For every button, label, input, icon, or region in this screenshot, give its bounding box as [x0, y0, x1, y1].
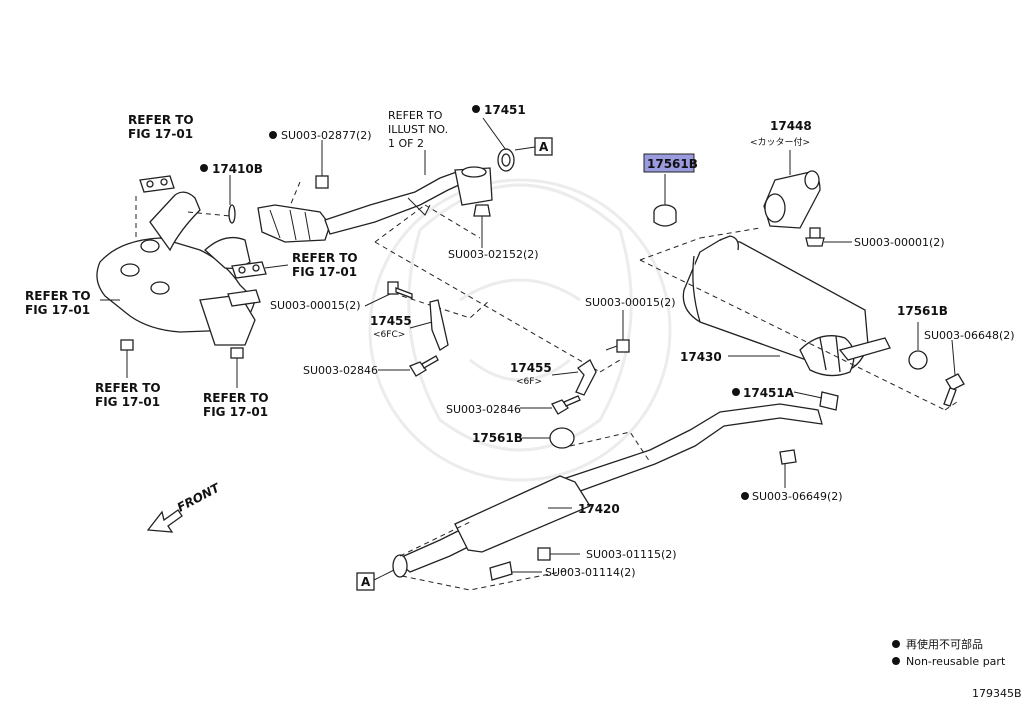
- ref-label-3b: FIG 17-01: [95, 395, 160, 409]
- ref-label-4: REFER TO: [203, 391, 269, 405]
- highlight-17561B[interactable]: [643, 153, 695, 173]
- center-pipe-17420[interactable]: [392, 403, 823, 578]
- bolt-su003-02846-left[interactable]: [409, 355, 439, 377]
- non-reusable-dot-02877: [269, 131, 277, 139]
- stud-su003-01114[interactable]: [489, 561, 513, 581]
- diagram-id: 179345B: [972, 687, 1022, 700]
- part-su003-00015-right: SU003-00015(2): [585, 296, 676, 309]
- part-17561B-right: 17561B: [897, 304, 948, 318]
- part-17455-6fc: 17455: [370, 314, 412, 328]
- bolt-su003-06648[interactable]: [943, 373, 965, 407]
- non-reusable-dot-17451A: [732, 388, 740, 396]
- part-su003-01115: SU003-01115(2): [586, 548, 677, 561]
- ref-label-1: REFER TO: [128, 113, 194, 127]
- ref-box-a-top: [534, 137, 553, 156]
- part-su003-02846-right: SU003-02846: [446, 403, 521, 416]
- ref-box-a-bottom: [356, 572, 375, 591]
- part-17561B-middle: 17561B: [472, 431, 523, 445]
- gasket-17451[interactable]: [497, 148, 515, 172]
- part-su003-00015-left: SU003-00015(2): [270, 299, 361, 312]
- ref-label-2: REFER TO: [25, 289, 91, 303]
- ref-label-6b: ILLUST NO.: [388, 123, 448, 136]
- non-reusable-dot-06649: [741, 492, 749, 500]
- front-label: FRONT: [175, 480, 223, 514]
- part-17451: 17451: [484, 103, 526, 117]
- ref-label-3: REFER TO: [95, 381, 161, 395]
- part-su003-06649: SU003-06649(2): [752, 490, 843, 503]
- nut-bottom-left[interactable]: [120, 339, 134, 351]
- part-su003-00001: SU003-00001(2): [854, 236, 945, 249]
- ref-box-a-bottom-label: A: [361, 575, 371, 589]
- ref-box-a-top-label: A: [539, 140, 549, 154]
- ref-label-4b: FIG 17-01: [203, 405, 268, 419]
- part-17455-6f-sub: <6F>: [516, 377, 542, 387]
- part-17455-6f: 17455: [510, 361, 552, 375]
- legend-dot-1: [892, 640, 900, 648]
- legend-dot-2: [892, 657, 900, 665]
- ref-label-5: REFER TO: [292, 251, 358, 265]
- bolt-su003-00015-left[interactable]: [387, 281, 413, 299]
- part-17448-sub: <カッター付>: [750, 137, 810, 148]
- bolt-su003-00015-right[interactable]: [605, 339, 630, 353]
- part-su003-06648: SU003-06648(2): [924, 329, 1015, 342]
- legend-jp: 再使用不可部品: [906, 637, 983, 651]
- nut-bottom-right[interactable]: [230, 347, 244, 359]
- ref-label-2b: FIG 17-01: [25, 303, 90, 317]
- legend-en: Non-reusable part: [906, 655, 1006, 668]
- bolt-su003-00001[interactable]: [805, 227, 825, 247]
- part-17430: 17430: [680, 350, 722, 364]
- front-arrow-icon: [146, 509, 183, 533]
- hanger-17561B-right[interactable]: [908, 350, 928, 370]
- part-17410B: 17410B: [212, 162, 263, 176]
- tail-pipe-17448[interactable]: [763, 170, 821, 229]
- gasket-17451A[interactable]: [819, 391, 839, 411]
- ref-label-6a: REFER TO: [388, 109, 443, 122]
- part-17561B-highlighted: 17561B: [647, 157, 698, 171]
- nut-su003-01115[interactable]: [537, 547, 551, 561]
- nut-su003-02152[interactable]: [473, 204, 491, 217]
- part-su003-02877: SU003-02877(2): [281, 129, 372, 142]
- part-su003-01114: SU003-01114(2): [545, 566, 636, 579]
- bolt-su003-02877[interactable]: [315, 175, 329, 189]
- gasket-17410B[interactable]: [228, 204, 236, 224]
- part-17455-6fc-sub: <6FC>: [373, 330, 405, 340]
- ref-label-1b: FIG 17-01: [128, 127, 193, 141]
- gasket-right[interactable]: [231, 261, 267, 279]
- part-su003-02152: SU003-02152(2): [448, 248, 539, 261]
- front-pipe[interactable]: [324, 166, 493, 235]
- bracket-17455-6f[interactable]: [575, 359, 597, 396]
- part-17448: 17448: [770, 119, 812, 133]
- nut-su003-06649[interactable]: [779, 449, 797, 465]
- part-17451A: 17451A: [743, 386, 795, 400]
- bolt-su003-02846-right[interactable]: [551, 395, 581, 415]
- bracket-17455-6fc[interactable]: [429, 299, 449, 351]
- non-reusable-dot-17451: [472, 105, 480, 113]
- ref-label-5b: FIG 17-01: [292, 265, 357, 279]
- gasket-top[interactable]: [139, 175, 175, 193]
- catalytic-converter[interactable]: [257, 204, 331, 243]
- exhaust-manifold[interactable]: [96, 191, 256, 346]
- part-17420: 17420: [578, 502, 620, 516]
- ref-label-6c: 1 OF 2: [388, 137, 424, 150]
- part-su003-02846-left: SU003-02846: [303, 364, 378, 377]
- hanger-17561B-top[interactable]: [653, 204, 677, 227]
- gasket-mid[interactable]: [227, 289, 261, 307]
- hanger-17561B-middle[interactable]: [549, 427, 575, 449]
- non-reusable-dot-17410B: [200, 164, 208, 172]
